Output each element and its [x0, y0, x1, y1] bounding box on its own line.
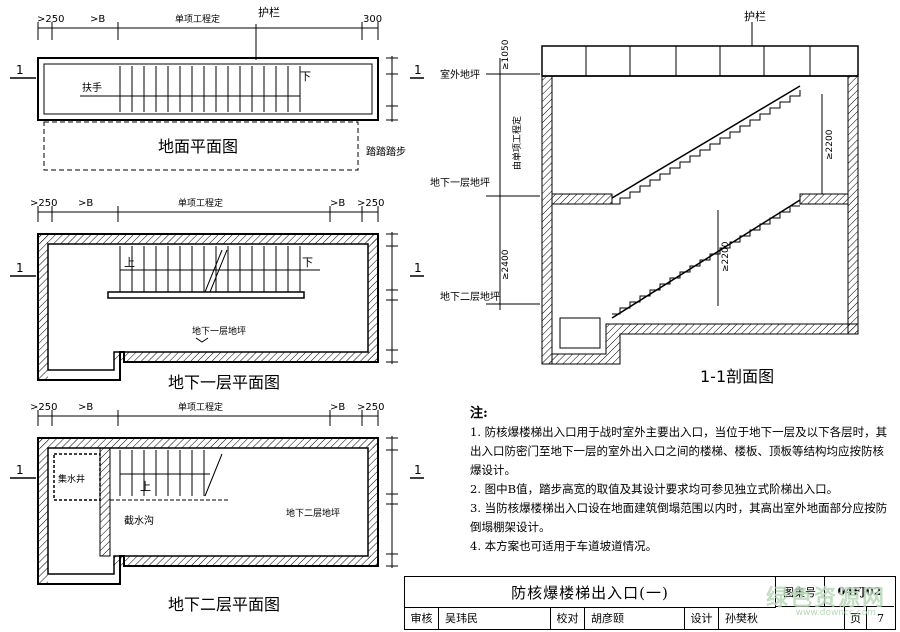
guardrail-label: 护栏 [258, 5, 280, 19]
section-mark: 1 [16, 261, 24, 275]
page-label: 页 [845, 607, 867, 629]
ground-floor-plan [10, 22, 424, 171]
b2-floor-plan [10, 410, 424, 585]
ground-plan-title: 地面平面图 [158, 137, 238, 156]
reviewer-name: 吴玮民 [439, 607, 551, 629]
atlas-number: 04FJ02 [825, 577, 894, 607]
dim-label: >B [330, 198, 345, 209]
notes-heading: 注: [470, 406, 488, 421]
dim-label: >250 [30, 198, 57, 209]
drain-label: 截水沟 [124, 514, 154, 527]
section-mark: 1 [414, 63, 422, 77]
dim-label: >B [90, 14, 105, 25]
b1-floor-label: 地下一层地坪 [192, 325, 246, 337]
section-mark: 1 [414, 261, 422, 275]
handrail-label: 扶手 [82, 81, 102, 94]
section-mark: 1 [414, 463, 422, 477]
up-label: 上 [140, 480, 151, 493]
note-item: 3. 当防核爆楼梯出入口设在地面建筑倒塌范围以内时，其高出室外地面部分应按防倒塌… [470, 501, 888, 534]
designer-name: 孙樊秋 [719, 607, 845, 629]
dim-label: >250 [30, 402, 57, 413]
section-mark: 1 [16, 463, 24, 477]
dim-label: >B [78, 402, 93, 413]
steps-label: 踏踏踏步 [366, 145, 406, 158]
sump-label: 集水井 [58, 473, 85, 485]
dim-label: ≥1050 [501, 39, 511, 70]
b2-plan-labels: >250 >B 单项工程定 >B >250 集水井 上 截水沟 地下二层地坪 地… [16, 401, 422, 614]
watermark: 绿色资源网 [765, 586, 886, 611]
outdoor-level-label: 室外地坪 [440, 68, 480, 81]
dim-label: 单项工程定 [175, 13, 220, 25]
section-1-1 [486, 22, 859, 365]
review-label: 审核 [405, 607, 439, 629]
dim-label: >250 [37, 14, 64, 25]
page-number: 7 [877, 611, 884, 625]
b2-floor-label: 地下二层地坪 [286, 507, 340, 519]
section-mark: 1 [16, 63, 24, 77]
dim-label: ≥2200 [721, 241, 731, 272]
watermark-url: www.downcc.com [795, 608, 876, 618]
dim-label: ≥2200 [825, 129, 835, 160]
dim-label: >250 [357, 402, 384, 413]
b1-plan-labels: >250 >B 单项工程定 >B >250 上 下 地下一层地坪 地下一层平面图… [16, 197, 422, 392]
dim-label: ≥2400 [501, 249, 511, 280]
b1-level-label: 地下一层地坪 [430, 176, 490, 189]
note-item: 1. 防核爆楼梯出入口用于战时室外主要出入口，当位于地下一层及以下各层时，其出入… [470, 425, 888, 477]
design-notes: 注: 1. 防核爆楼梯出入口用于战时室外主要出入口，当位于地下一层及以下各层时，… [470, 404, 890, 556]
dim-label: 单项工程定 [178, 401, 223, 413]
checker-name: 胡彦颐 [585, 607, 685, 629]
section-title: 1-1剖面图 [700, 367, 774, 386]
down-label: 下 [302, 256, 313, 269]
dim-label: >250 [357, 198, 384, 209]
up-label: 上 [124, 256, 135, 269]
guardrail-label: 护栏 [744, 9, 766, 23]
title-block: 防核爆楼梯出入口(一) 图集号 04FJ02 审核 吴玮民 校对 胡彦颐 设计 … [404, 576, 896, 630]
dim-label: 单项工程定 [178, 197, 223, 209]
dim-label: 300 [363, 14, 382, 25]
ground-plan-labels: >250 >B 单项工程定 300 护栏 扶手 下 地面平面图 踏踏踏步 1 1 [16, 5, 422, 158]
note-item: 2. 图中B值，踏步高宽的取值及其设计要求均可参见独立式阶梯出入口。 [470, 482, 839, 496]
b1-floor-plan [10, 206, 424, 381]
design-label: 设计 [685, 607, 719, 629]
down-label: 下 [300, 70, 311, 83]
b2-level-label: 地下二层地坪 [440, 290, 500, 303]
section-labels: 护栏 室外地坪 地下一层地坪 地下二层地坪 ≥1050 ≥2400 由单项工程定… [430, 9, 835, 386]
drawing-title: 防核爆楼梯出入口(一) [405, 577, 776, 608]
atlas-label: 图集号 [775, 577, 825, 607]
note-item: 4. 本方案也可适用于车道坡道情况。 [470, 539, 658, 553]
b2-plan-title: 地下二层平面图 [168, 595, 280, 614]
b1-plan-title: 地下一层平面图 [168, 373, 280, 392]
check-label: 校对 [551, 607, 585, 629]
dim-label: >B [78, 198, 93, 209]
dim-label: >B [330, 402, 345, 413]
project-label: 由单项工程定 [511, 116, 523, 170]
